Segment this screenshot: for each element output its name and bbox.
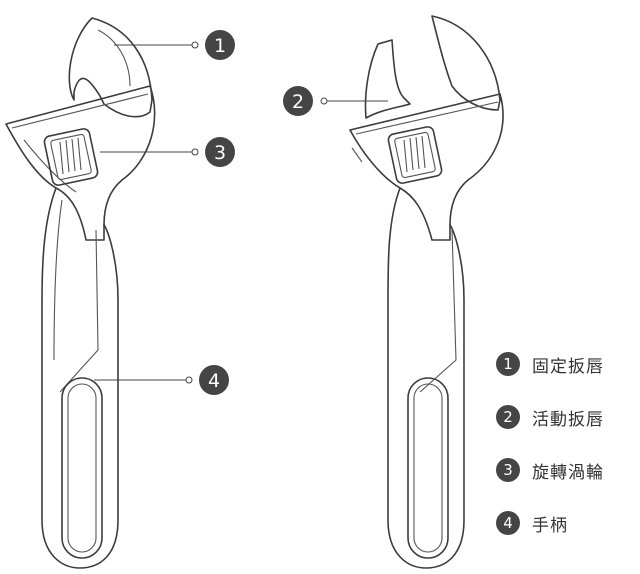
callout-number: 1	[214, 35, 226, 57]
legend-label: 手柄	[532, 515, 568, 536]
callout-number: 4	[208, 370, 220, 392]
legend-item-movable-jaw: 2 活動扳唇	[496, 403, 604, 431]
legend-number: 4	[496, 511, 520, 535]
legend-label: 旋轉渦輪	[532, 462, 604, 483]
wrench-front-view	[5, 17, 156, 569]
wrench-head-outline	[5, 85, 156, 241]
callout-4: 4	[94, 365, 229, 395]
legend-item-fixed-jaw: 1 固定扳唇	[496, 350, 604, 378]
parts-legend: 1 固定扳唇 2 活動扳唇 3 旋轉渦輪 4 手柄	[496, 350, 604, 562]
worm-gear	[43, 128, 99, 186]
legend-label: 活動扳唇	[532, 409, 604, 430]
callout-number: 2	[292, 91, 304, 113]
legend-item-handle: 4 手柄	[496, 509, 604, 537]
legend-number: 1	[496, 352, 520, 376]
worm-gear-back	[387, 126, 443, 184]
legend-item-worm-gear: 3 旋轉渦輪	[496, 456, 604, 484]
callout-2: 2	[283, 86, 388, 116]
fixed-jaw-outline	[68, 17, 153, 118]
legend-label: 固定扳唇	[532, 356, 604, 377]
handle-outline	[41, 187, 119, 569]
legend-number: 2	[496, 405, 520, 429]
movable-jaw-outline	[364, 39, 411, 119]
callout-3: 3	[100, 137, 235, 167]
legend-number: 3	[496, 458, 520, 482]
handle-hole	[61, 377, 103, 559]
callout-number: 3	[214, 142, 226, 164]
wrench-back-view	[349, 15, 504, 569]
callout-1: 1	[114, 30, 235, 60]
